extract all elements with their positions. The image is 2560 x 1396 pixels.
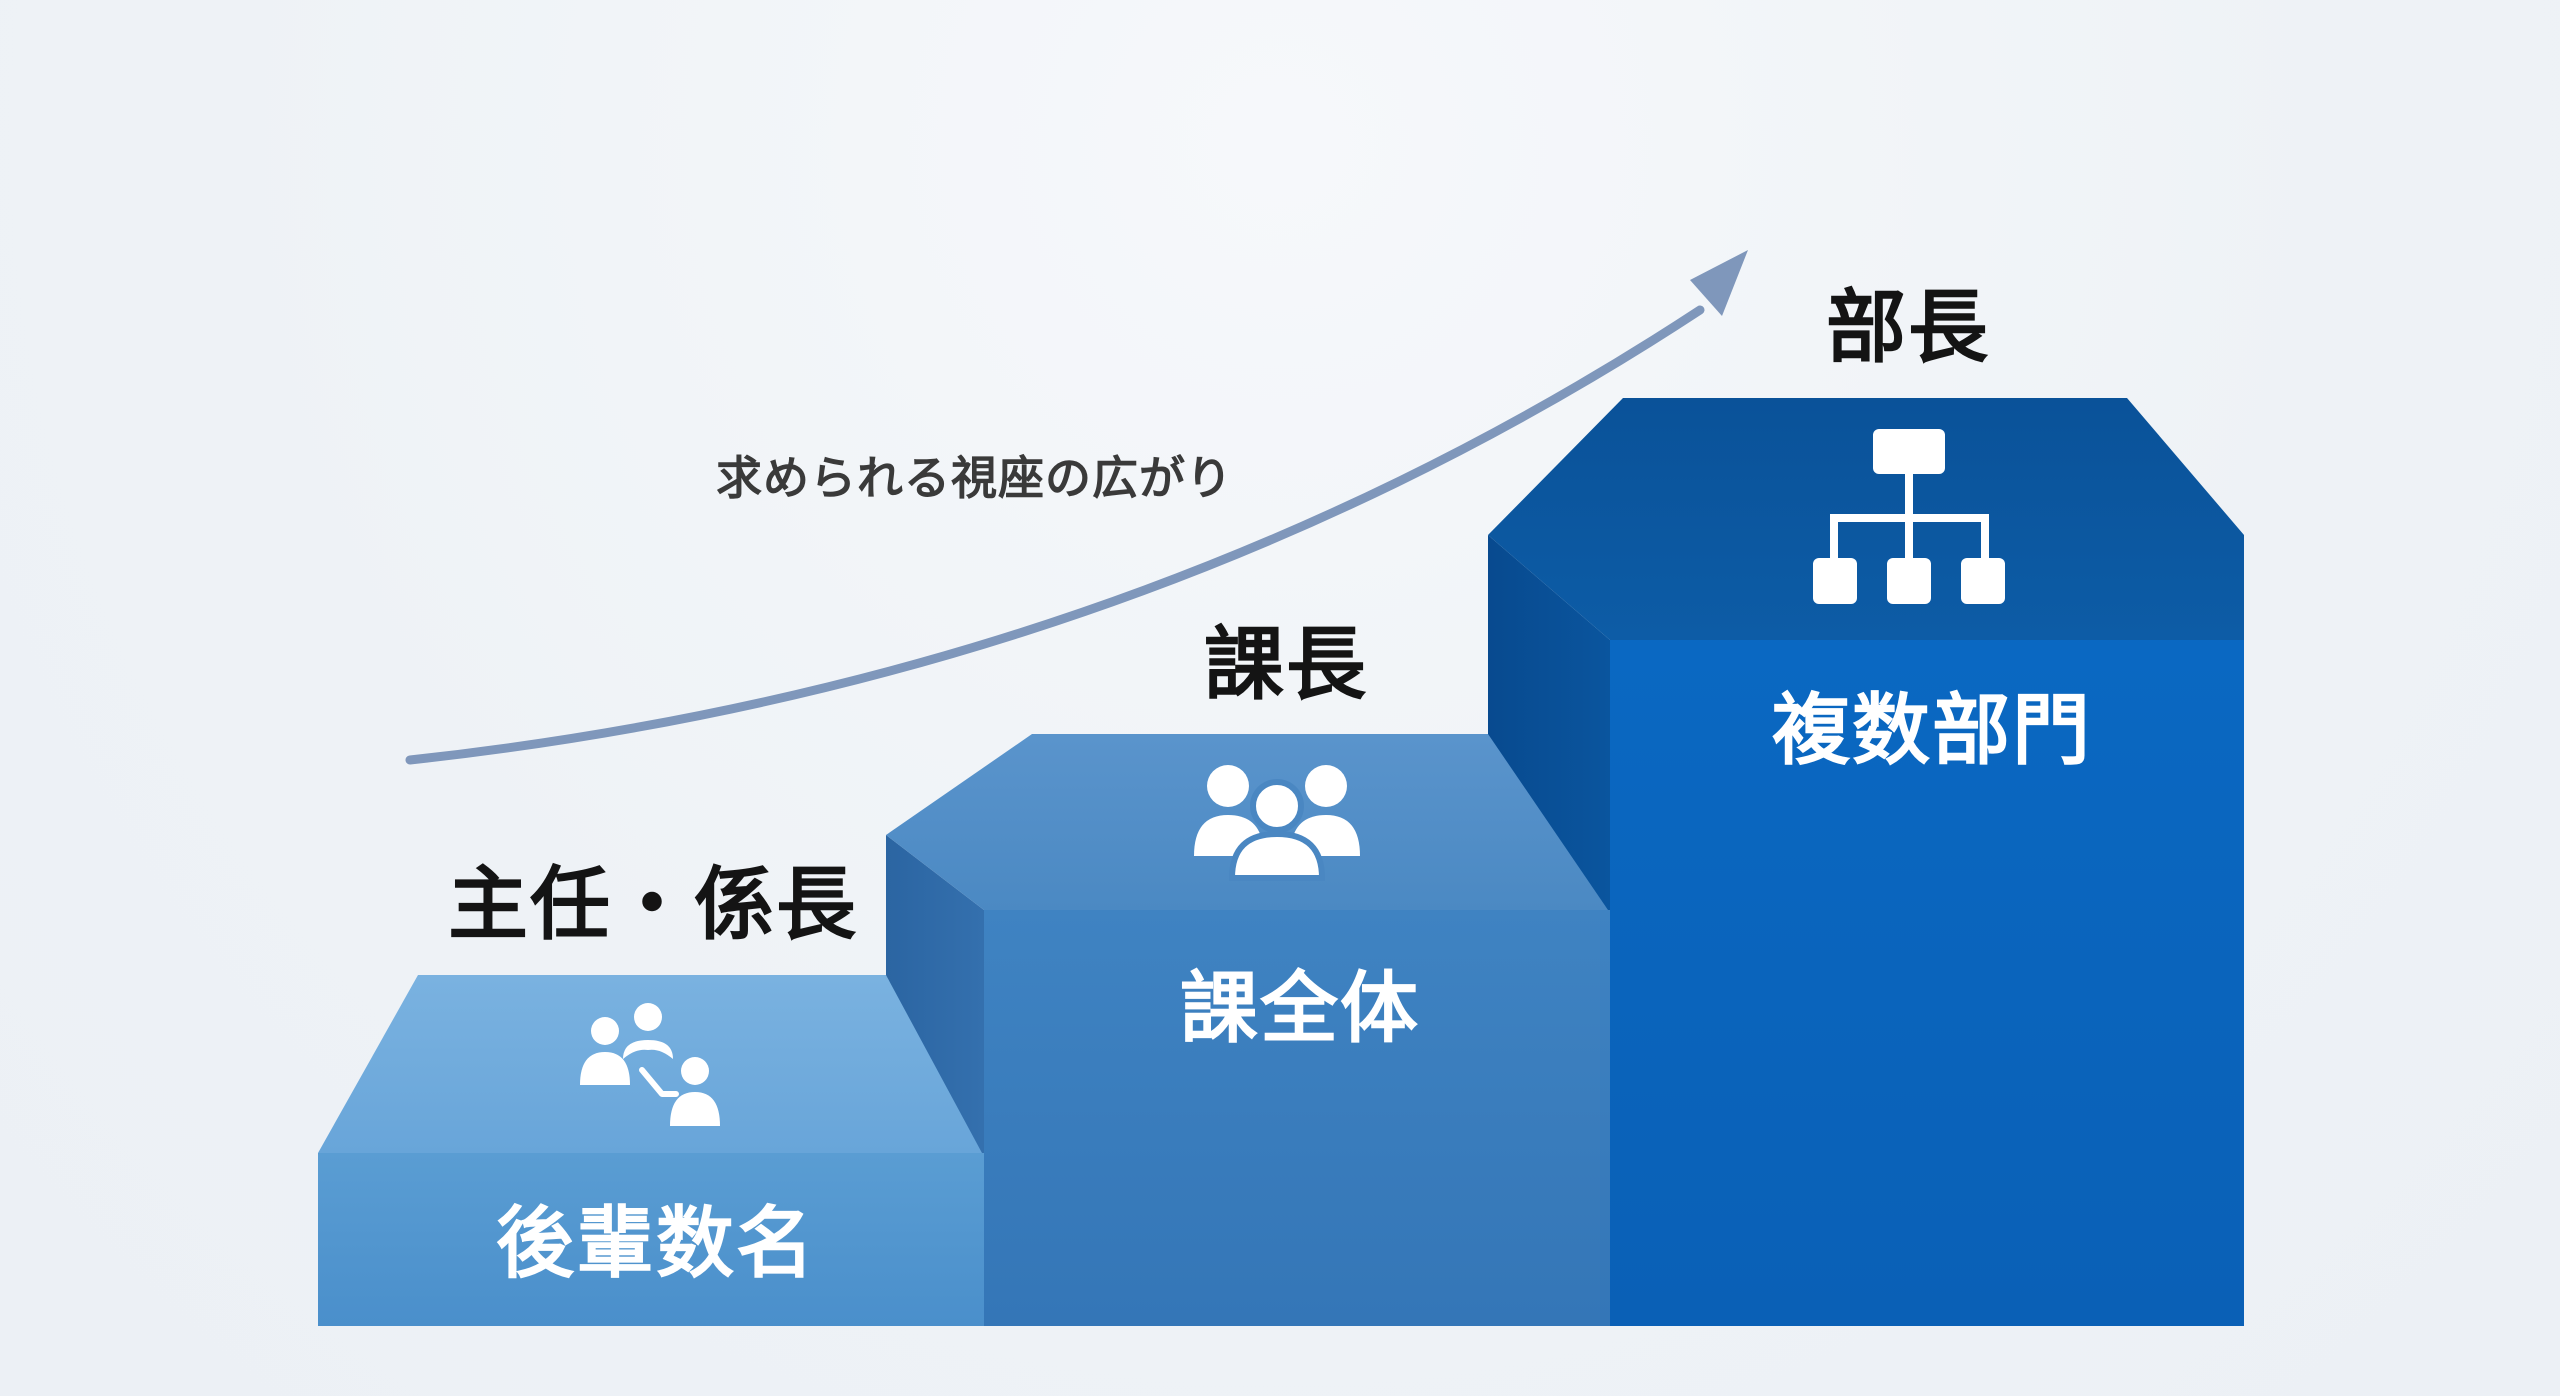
level-title-chief: 主任・係長: [448, 858, 858, 951]
level-scope-section-manager: 課全体: [1180, 964, 1421, 1054]
org-chart-icon: [1813, 429, 2005, 604]
level-title-section-manager: 課長: [1204, 618, 1368, 711]
step-1-top: [318, 975, 982, 1153]
step-1-front: [318, 1153, 984, 1326]
level-scope-department-head: 複数部門: [1772, 686, 2093, 776]
growth-arrow: [405, 250, 1748, 765]
team-link-icon: [580, 1003, 720, 1126]
level-title-department-head: 部長: [1826, 281, 1990, 374]
step-3-front: [1610, 640, 2244, 1326]
step-2-front: [984, 910, 1610, 1326]
arrow-caption: 求められる視座の広がり: [716, 451, 1233, 505]
level-scope-chief: 後輩数名: [496, 1199, 817, 1289]
step-1-block: [318, 975, 984, 1326]
group-icon: [1194, 765, 1360, 881]
